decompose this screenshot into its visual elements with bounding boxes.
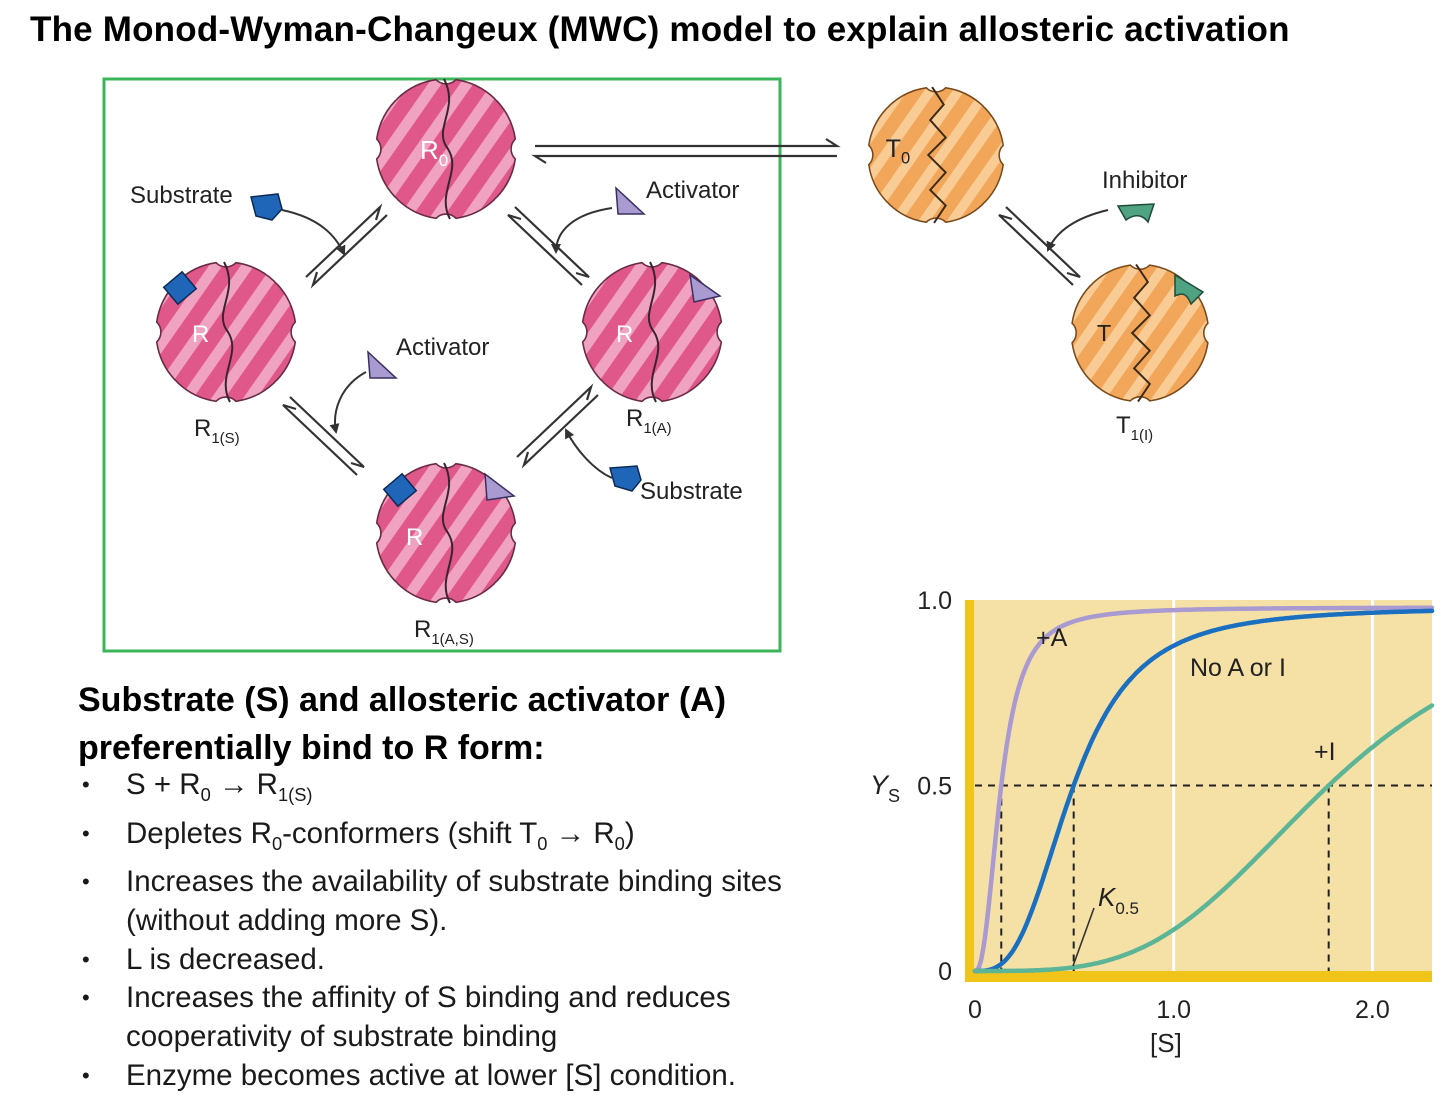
substrate-bound-r1s — [162, 270, 198, 306]
substrate-label-top: Substrate — [130, 182, 233, 209]
r1as-label: R1(A,S) — [414, 616, 474, 648]
substrate-free-top — [250, 193, 283, 221]
inhibitor-bound-t1i — [1174, 273, 1205, 306]
series-line — [972, 608, 1435, 974]
saturation-chart: 0 1.0 2.0 0 0.5 1.0 +A No A or I +I [S] YS K0.5 — [870, 587, 1435, 1058]
t1i-protein: T — [1072, 264, 1208, 401]
y-tick-label: 0 — [938, 958, 952, 986]
substrate-bound-r1as — [382, 472, 418, 508]
bullet-5: Increases the affinity of S binding and … — [78, 979, 868, 1056]
t1i-label: T1(I) — [1116, 412, 1153, 444]
y-tick-label: 1.0 — [917, 587, 952, 615]
r0-protein: R0 — [377, 79, 516, 219]
series-line — [972, 605, 1435, 974]
t1i-inner-label: T — [1097, 320, 1111, 346]
bullet-list: S + R0 → R1(S) Depletes R0-conformers (s… — [78, 766, 868, 1095]
activator-free-top — [615, 186, 646, 215]
r1s-label: R1(S) — [194, 415, 240, 447]
y-tick-label: 0.5 — [917, 773, 952, 801]
r1as-protein: R — [377, 463, 516, 603]
x-axis-label: [S] — [1150, 1028, 1182, 1058]
page-title: The Monod-Wyman-Changeux (MWC) model to … — [30, 10, 1290, 49]
series-line — [972, 703, 1435, 974]
activator-label-mid: Activator — [396, 334, 489, 361]
y-axis-label: YS — [870, 770, 900, 806]
r1s-inner-label: R — [192, 321, 209, 348]
t0-protein: T0 — [869, 87, 1003, 223]
binding-arrows — [281, 207, 1109, 479]
bullet-6: Enzyme becomes active at lower [S] condi… — [78, 1057, 868, 1095]
chart-plot-area — [972, 600, 1432, 976]
text-heading: Substrate (S) and allosteric activator (… — [78, 681, 727, 767]
activator-label-top: Activator — [646, 177, 739, 204]
bullet-1: S + R0 → R1(S) — [78, 766, 868, 815]
bullet-3: Increases the availability of substrate … — [78, 863, 868, 940]
equilibrium-t0-t1i — [998, 206, 1081, 286]
r1a-protein: R — [583, 262, 722, 402]
r-state-box — [102, 77, 782, 653]
x-axis-bar — [965, 971, 1432, 982]
substrate-free-bottom — [609, 465, 642, 492]
k05-pointer — [1072, 907, 1095, 967]
k05-label: K0.5 — [1098, 882, 1139, 918]
r1a-inner-label: R — [616, 321, 633, 348]
t0-label: T0 — [886, 135, 911, 168]
x-tick-label: 0 — [968, 996, 982, 1024]
inhibitor-free — [1116, 203, 1156, 224]
bullet-2: Depletes R0-conformers (shift T0 → R0) — [78, 815, 868, 864]
r1s-protein: R — [157, 262, 296, 402]
r1a-label: R1(A) — [626, 405, 672, 437]
bullet-4: L is decreased. — [78, 941, 868, 980]
inhibitor-label: Inhibitor — [1102, 167, 1187, 194]
series-label: +A — [1036, 624, 1068, 652]
series-label: +I — [1314, 738, 1336, 766]
equilibrium-r1s-r1as — [282, 396, 365, 476]
r1as-inner-label: R — [406, 524, 423, 551]
equilibrium-r0-r1s — [305, 203, 388, 289]
activator-free-mid — [367, 350, 398, 379]
activator-bound-r1as — [484, 472, 516, 501]
x-tick-label: 1.0 — [1156, 996, 1191, 1024]
y-axis-bar — [965, 600, 974, 982]
activator-bound-r1a — [689, 273, 722, 303]
x-tick-label: 2.0 — [1355, 996, 1390, 1024]
r0-label: R0 — [420, 135, 448, 170]
series-label: No A or I — [1190, 654, 1286, 682]
substrate-label-bottom: Substrate — [640, 478, 743, 505]
equilibrium-r1a-r1as — [516, 383, 599, 469]
equilibrium-r0-t0 — [531, 138, 841, 164]
equilibrium-r0-r1a — [507, 206, 590, 286]
